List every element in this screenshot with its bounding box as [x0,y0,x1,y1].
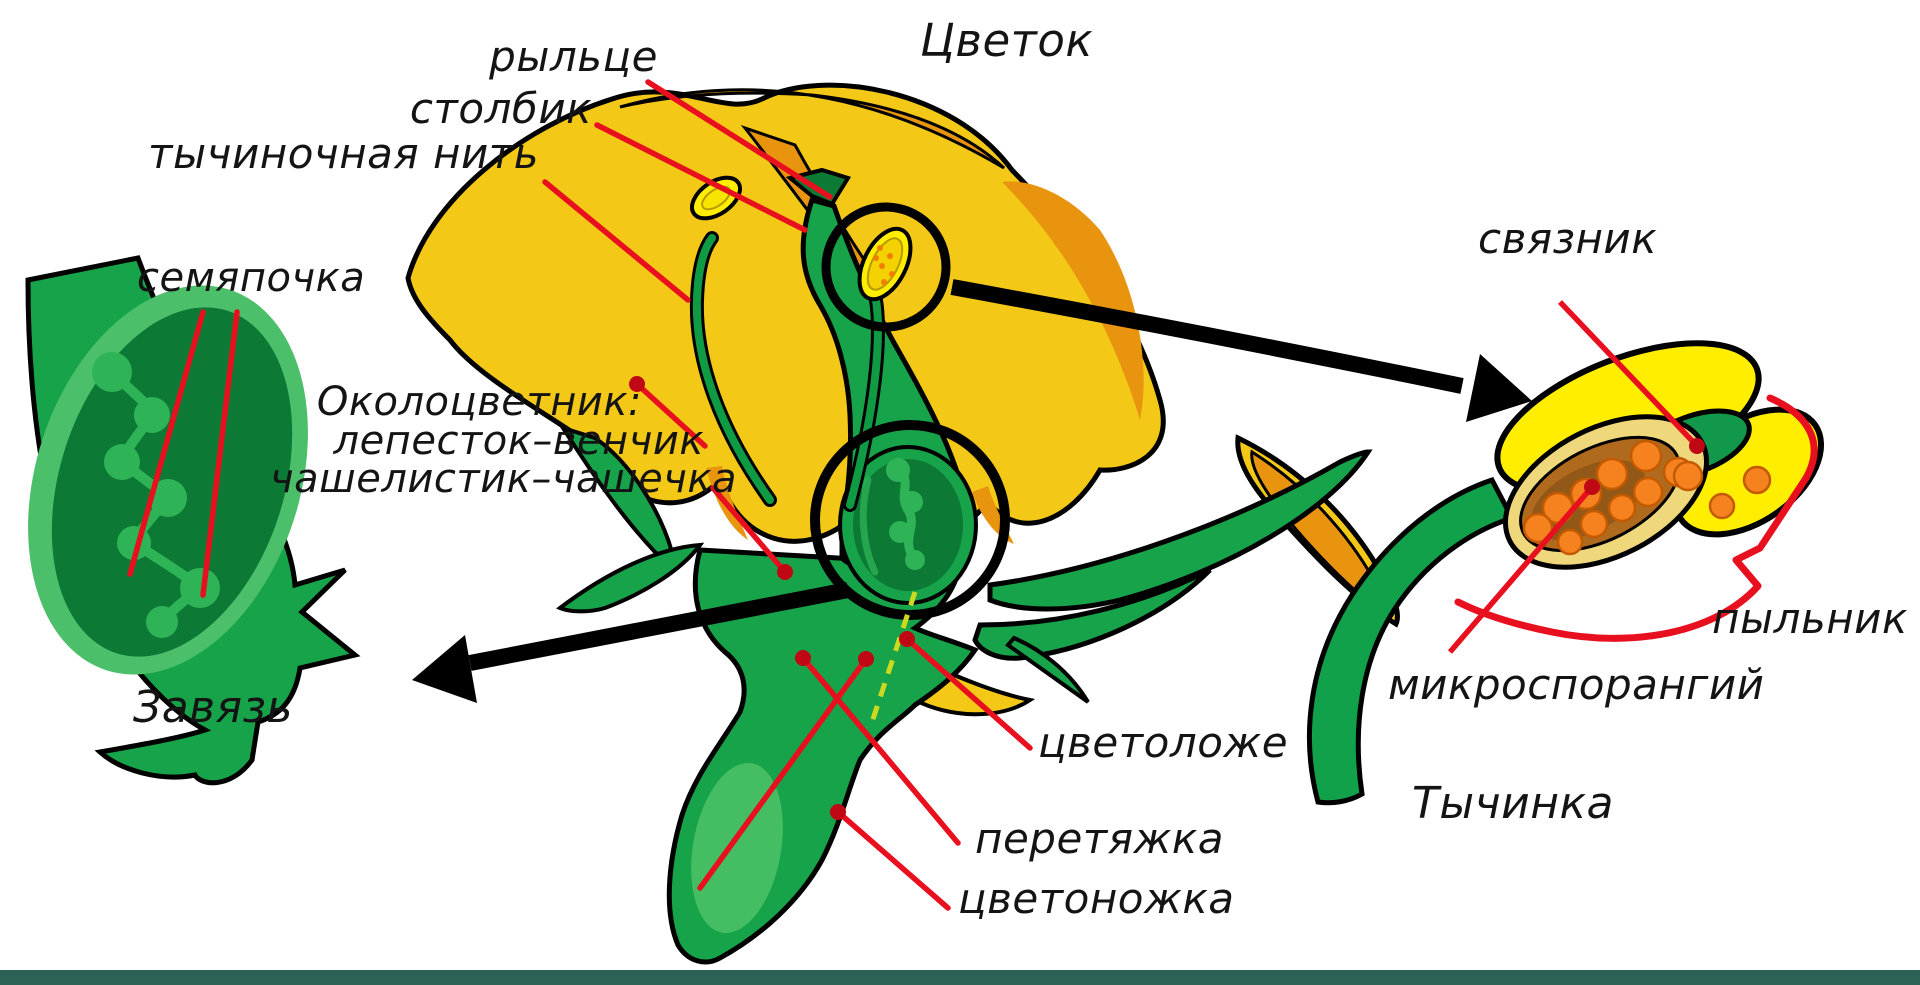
label-style: столбик [409,84,592,133]
label-perianth-title: Околоцветник: [316,379,642,425]
label-constriction: перетяжка [975,814,1224,863]
stamen-detail [1306,300,1825,806]
label-receptacle: цветоложе [1038,718,1289,767]
anther-bracket [1454,394,1818,642]
label-ovule: семяпочка [137,255,366,301]
ovary-zoom-ring [810,420,1010,620]
petal-shade-right [1002,181,1144,420]
petal-shade-top [619,88,1006,170]
ovule-leader-lines [127,309,240,598]
anther-zoom-ring [821,202,951,332]
label-anther: пыльник [1712,594,1908,643]
ovary-detail [25,255,361,786]
pistil [785,167,978,605]
label-ovary-caption: Завязь [133,682,293,733]
label-sepal-calyx: чашелистик–чашечка [270,456,738,502]
diagram-title: Цветок [920,14,1094,67]
connective-leader-line [1558,300,1699,448]
microsporangium-leader-line [1447,485,1595,654]
stamen-filament [1306,476,1516,806]
label-petal-corolla: лепесток–венчик [333,418,704,464]
flower-calyx-and-base [555,424,1373,965]
label-pedicel: цветоножка [958,874,1235,923]
ovules [92,352,220,638]
label-microsporangium: микроспорангий [1388,660,1765,709]
label-filament: тычиночная нить [148,129,539,178]
label-stigma: рыльце [489,32,658,81]
footer-bar [0,970,1920,985]
label-connective: связник [1478,214,1658,263]
leader-dots [629,376,915,820]
leader-lines [542,79,1033,911]
arrow-to-ovary-detail [412,635,477,703]
label-stamen-caption: Тычинка [1412,778,1615,829]
arrow-to-stamen-detail [1466,354,1532,422]
stamens [689,175,913,512]
zoom-arrows [412,279,1532,703]
